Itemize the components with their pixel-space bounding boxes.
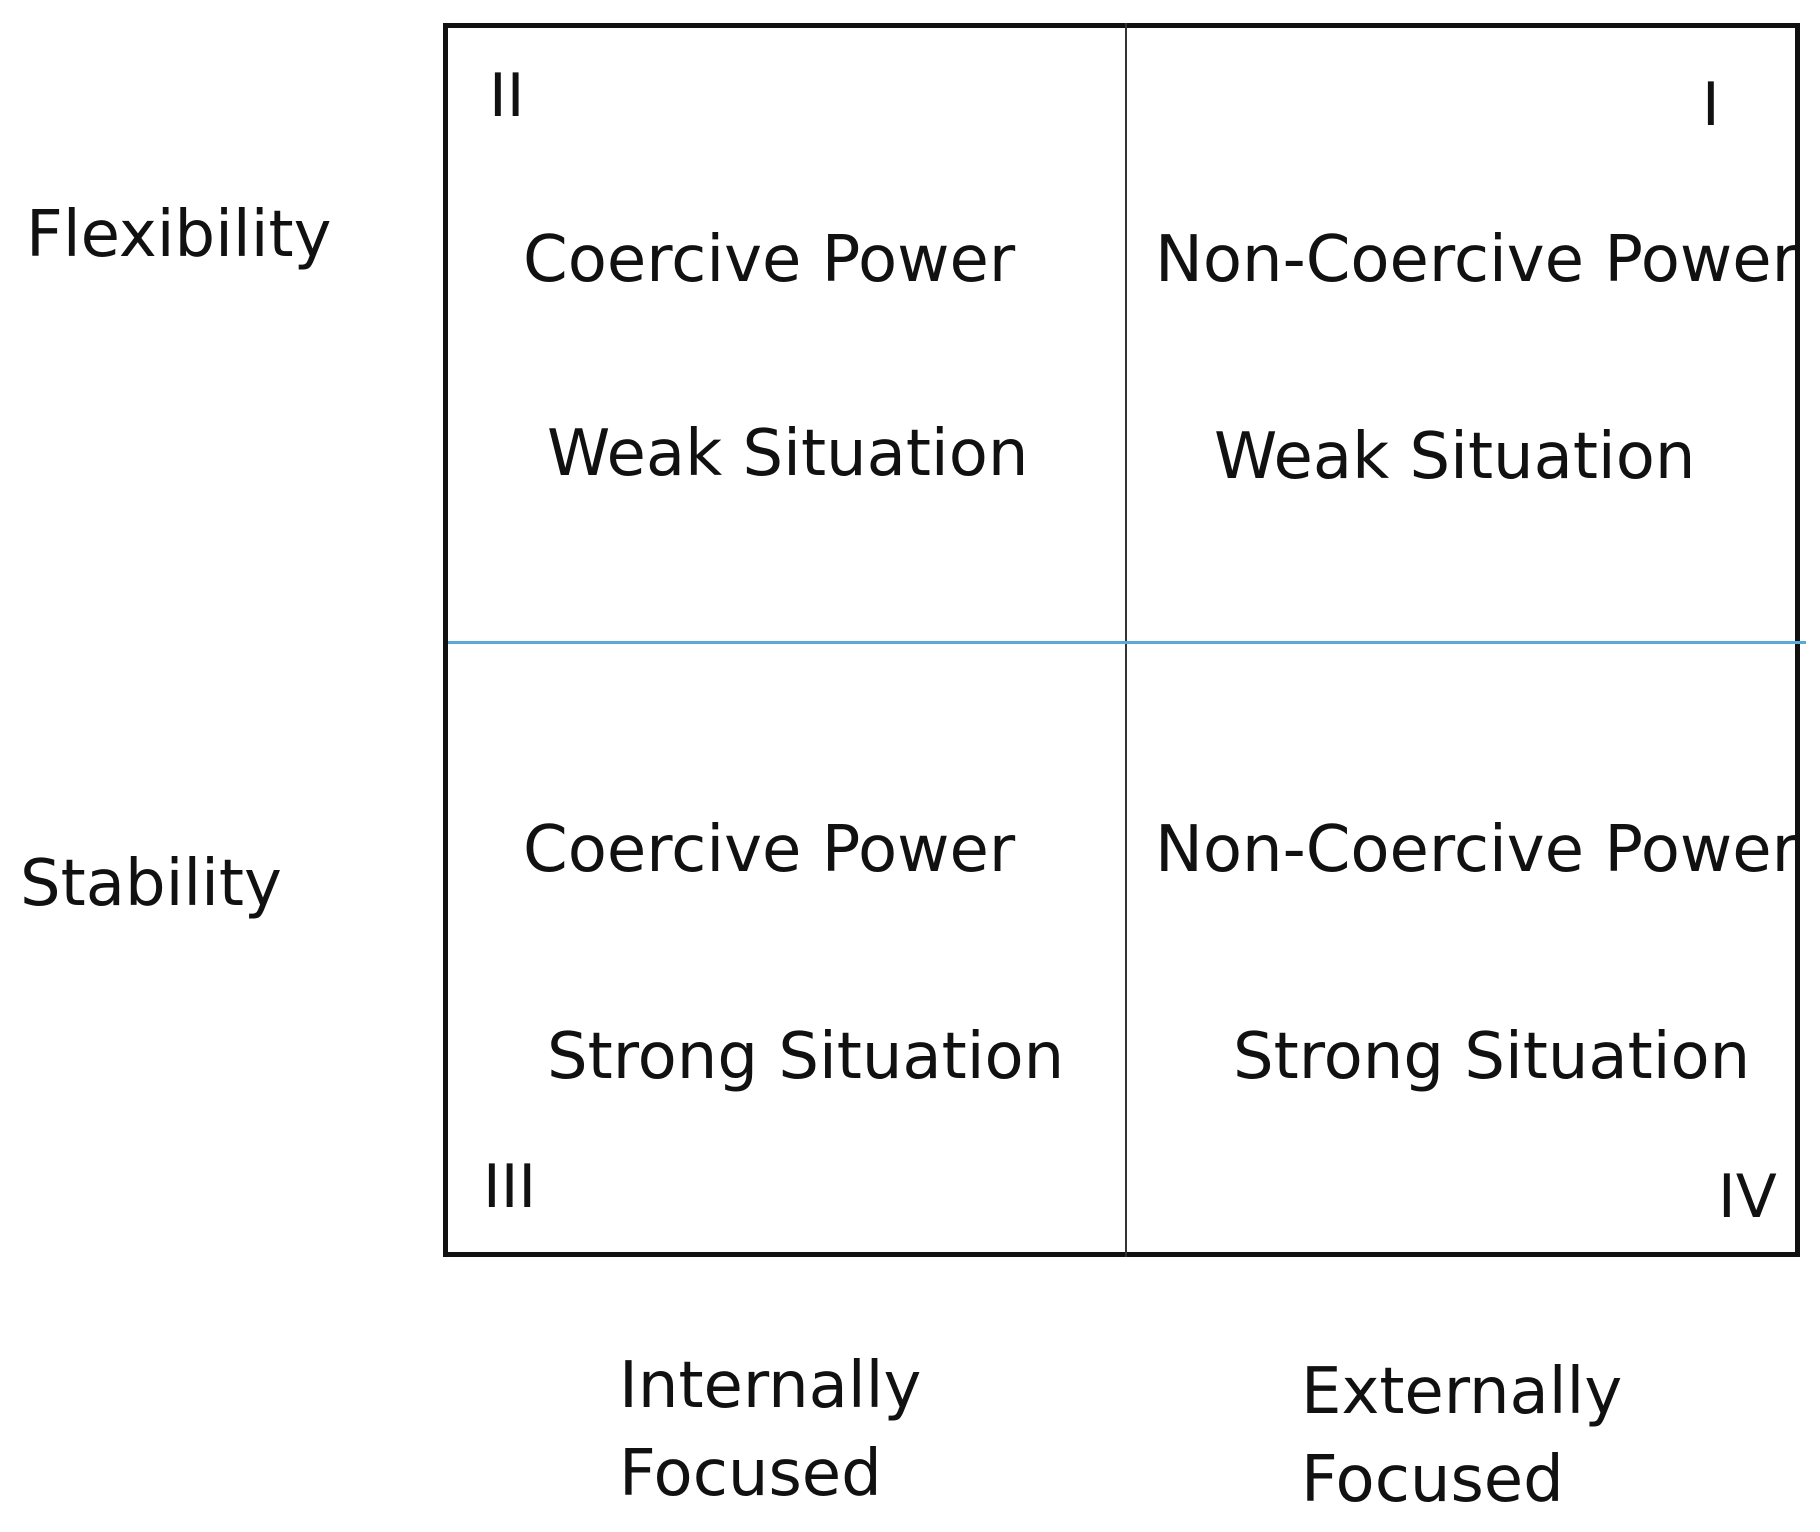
x-axis-label-internally-focused: Internally Focused [619,1342,921,1518]
quadrant-situation-label: Weak Situation [1214,420,1696,494]
quadrant-power-label: Coercive Power [523,223,1016,297]
grid-frame [443,23,1800,1257]
x-axis-label-line: Focused [1301,1443,1564,1517]
quadrant-power-label: Coercive Power [523,813,1016,887]
y-axis-label-stability: Stability [20,847,282,921]
quadrant-power-label: Non-Coercive Power [1155,813,1798,887]
x-axis-label-line: Internally [619,1349,922,1423]
x-axis-label-line: Externally [1301,1355,1623,1429]
quadrant-numeral: II [489,61,525,131]
horizontal-divider [448,641,1806,644]
x-axis-label-line: Focused [619,1437,882,1511]
quadrant-situation-label: Strong Situation [1233,1020,1751,1094]
quadrant-numeral: I [1702,70,1720,140]
quadrant-numeral: III [483,1152,537,1222]
x-axis-label-externally-focused: Externally Focused [1301,1348,1622,1524]
quadrant-situation-label: Weak Situation [547,417,1029,491]
quadrant-situation-label: Strong Situation [547,1020,1065,1094]
quadrant-numeral: IV [1718,1162,1777,1232]
vertical-divider [1125,23,1127,1257]
quadrant-power-label: Non-Coercive Power [1155,223,1798,297]
y-axis-label-flexibility: Flexibility [26,198,332,272]
